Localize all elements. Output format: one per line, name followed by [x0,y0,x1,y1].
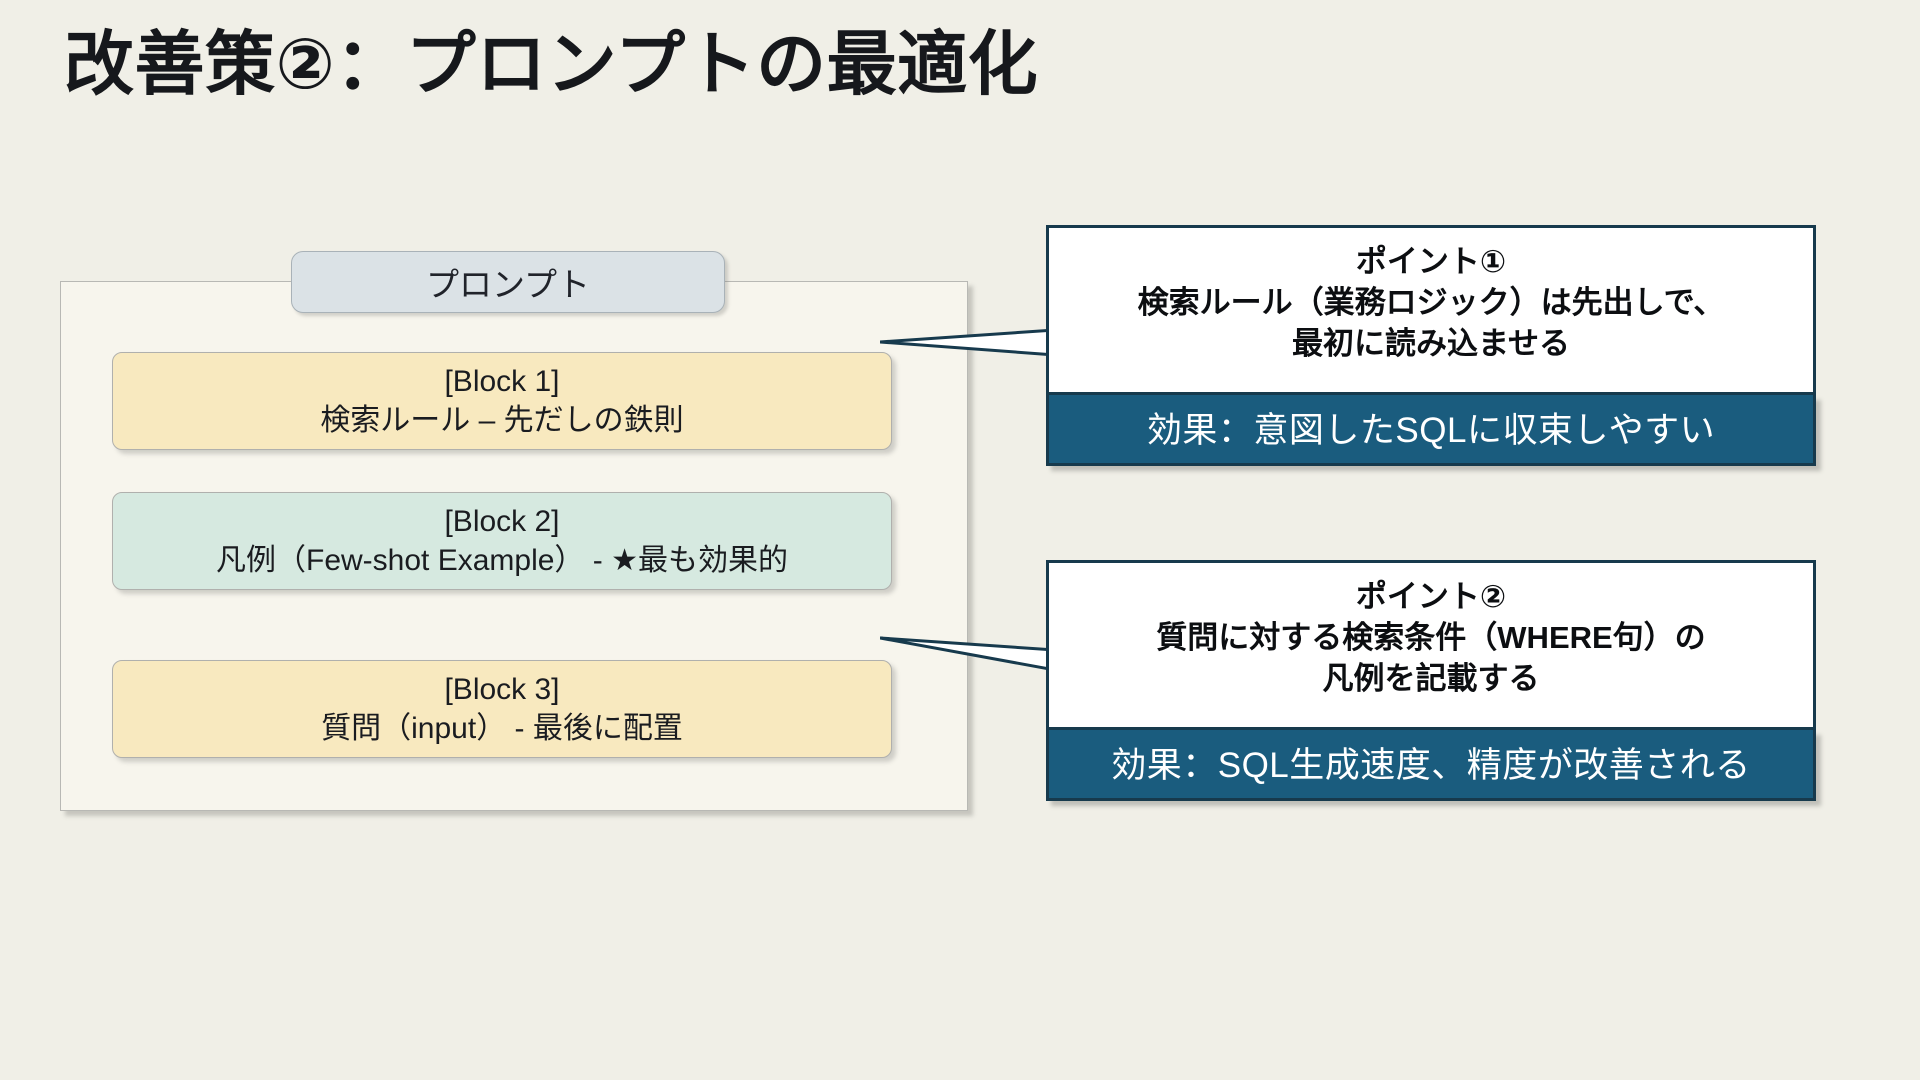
callout-1-body: ポイント① 検索ルール（業務ロジック）は先出しで、 最初に読み込ませる [1046,225,1816,395]
prompt-block-3-title: [Block 3] [444,673,560,706]
callout-2-effect-bar: 効果：SQL生成速度、精度が改善される [1046,730,1816,801]
prompt-block-1-title: [Block 1] [444,365,560,398]
prompt-block-2-title: [Block 2] [444,505,560,538]
callout-2-body: ポイント② 質問に対する検索条件（WHERE句）の 凡例を記載する [1046,560,1816,730]
page-title: 改善策②：プロンプトの最適化 [64,25,1039,103]
prompt-block-2-description: 凡例（Few-shot Example） - ★最も効果的 [216,544,788,577]
prompt-block-3[interactable]: [Block 3] 質問（input） - 最後に配置 [112,660,892,758]
callout-point-1: ポイント① 検索ルール（業務ロジック）は先出しで、 最初に読み込ませる 効果：意… [1046,225,1816,466]
callout-2-line-2: 凡例を記載する [1322,660,1540,696]
prompt-label-text: プロンプト [425,266,590,303]
callout-1-line-1: 検索ルール（業務ロジック）は先出しで、 [1137,284,1725,320]
prompt-label-badge: プロンプト [291,251,725,313]
prompt-block-1-description: 検索ルール – 先だしの鉄則 [320,404,684,437]
callout-1-effect-bar: 効果：意図したSQLに収束しやすい [1046,395,1816,466]
callout-2-line-1: 質問に対する検索条件（WHERE句）の [1156,619,1706,655]
callout-1-heading: ポイント① [1355,244,1507,279]
prompt-block-1[interactable]: [Block 1] 検索ルール – 先だしの鉄則 [112,352,892,450]
prompt-block-3-description: 質問（input） - 最後に配置 [321,712,683,745]
callout-1-line-2: 最初に読み込ませる [1291,325,1571,361]
callout-point-2: ポイント② 質問に対する検索条件（WHERE句）の 凡例を記載する 効果：SQL… [1046,560,1816,801]
prompt-block-2[interactable]: [Block 2] 凡例（Few-shot Example） - ★最も効果的 [112,492,892,590]
callout-2-heading: ポイント② [1355,579,1507,614]
